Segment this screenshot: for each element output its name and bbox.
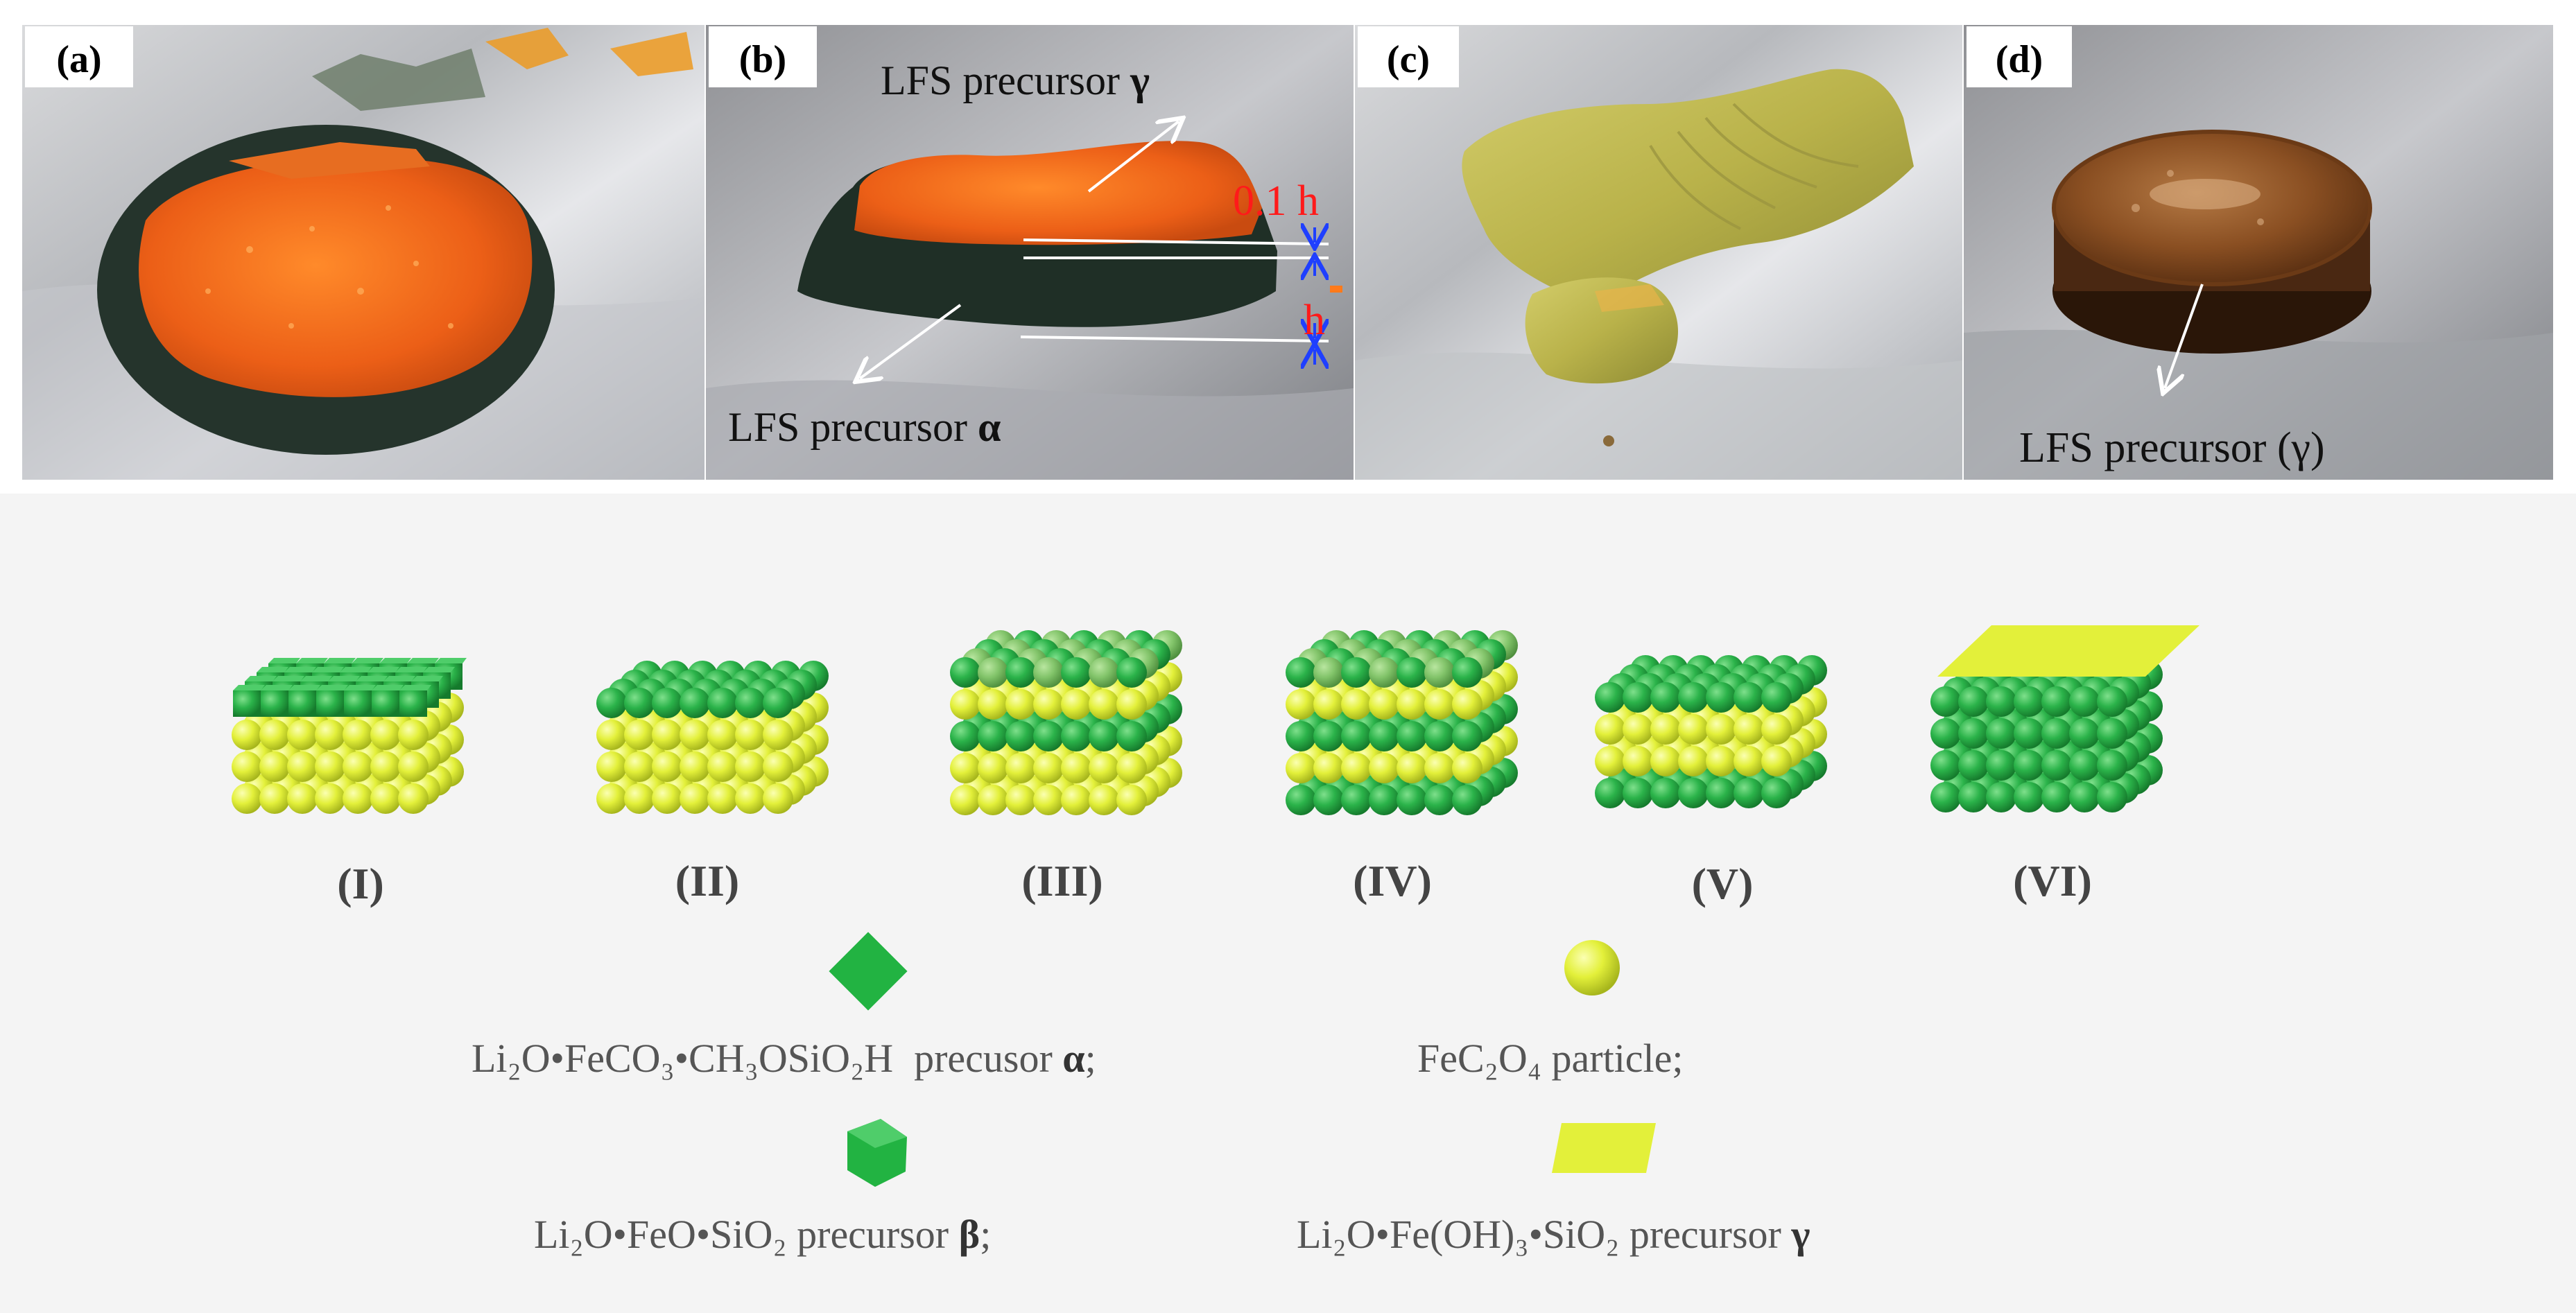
thick-thickness-label: h — [1304, 297, 1325, 344]
gamma-pointer-label: LFS precursor γ — [881, 58, 1150, 103]
schematic-background — [0, 494, 2576, 1313]
photo-d: (d) LFS precursor (γ) — [1964, 25, 2553, 480]
stage-illustration-3 — [950, 630, 1182, 815]
legend-particle-text: FeC₂O₄ particle; — [1417, 1036, 1684, 1081]
photo-b-label: (b) — [739, 38, 786, 81]
alpha-pointer-label: LFS precursor α — [728, 404, 1001, 450]
gamma-sheet-icon — [1552, 1123, 1656, 1173]
stage-label-V: (V) — [1692, 859, 1754, 908]
base-line — [1020, 336, 1329, 342]
stage-illustration-6 — [1930, 625, 2199, 812]
stage-label-II: (II) — [675, 856, 739, 905]
orange-layer — [139, 157, 533, 397]
stage-illustration-5 — [1595, 655, 1827, 808]
particle-sphere-icon — [1564, 940, 1620, 995]
stage-label-VI: (VI) — [2013, 856, 2092, 905]
thin-layer-line-top — [1023, 238, 1329, 245]
stage-illustration-4 — [1286, 630, 1518, 815]
photo-c-label: (c) — [1387, 38, 1430, 81]
legend-beta-text: Li₂O•FeO•SiO₂ precursor β; — [534, 1212, 991, 1257]
broken-fragment-large — [1462, 69, 1914, 305]
gamma-arrow — [1087, 121, 1179, 193]
orange-top-layer — [854, 141, 1262, 245]
stage-illustrations — [232, 625, 2199, 815]
photo-a-label: (a) — [56, 38, 101, 81]
legend-gamma-text: Li₂O•Fe(OH)₃•SiO₂ precursor γ — [1297, 1212, 1810, 1257]
stage-label-IV: (IV) — [1353, 856, 1432, 905]
photo-c: (c) — [1355, 25, 1962, 480]
stage-label-III: (III) — [1021, 856, 1103, 905]
alpha-arrow — [860, 304, 962, 379]
stage-labels: (I) (II) (III) (IV) (V) (VI) — [337, 856, 2092, 908]
gamma-sheet — [1937, 625, 2199, 677]
thin-thickness-label: 0.1 h — [1233, 177, 1319, 225]
stage-label-I: (I) — [337, 859, 384, 908]
photo-a: (a) — [22, 25, 704, 480]
gamma-disc-arrow — [2165, 284, 2204, 388]
alpha-diamond-icon — [829, 932, 908, 1011]
photo-b: (b) LFS precursor γ LFS precursor α 0.1 … — [706, 25, 1354, 480]
photo-d-label: (d) — [1996, 38, 2043, 81]
stage-illustration-1 — [232, 658, 467, 814]
stage-illustration-2 — [596, 661, 829, 814]
disc-pointer-label: LFS precursor (γ) — [2019, 424, 2325, 471]
